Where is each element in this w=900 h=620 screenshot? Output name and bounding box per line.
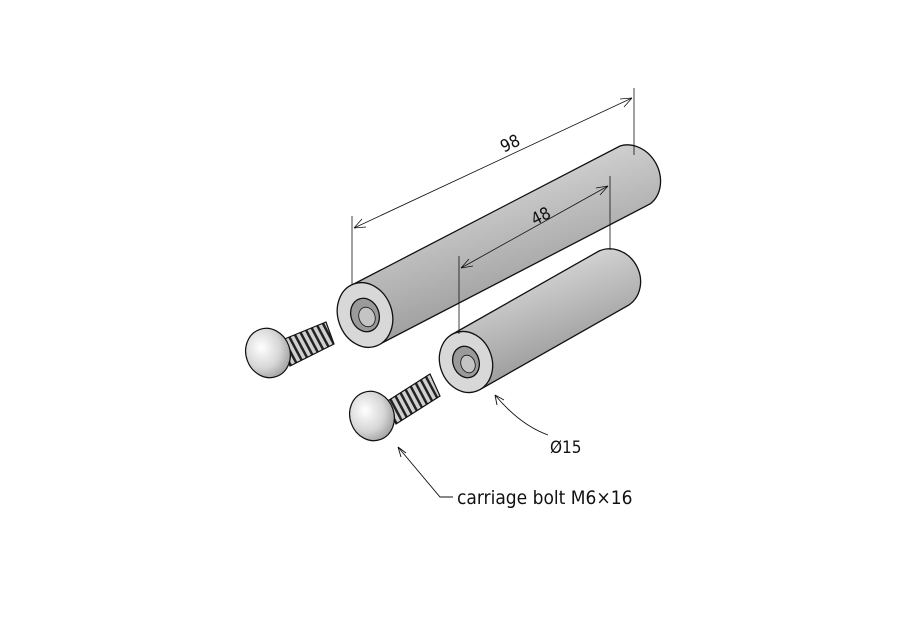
carriage-bolt-upper bbox=[245, 321, 335, 379]
diameter-leader bbox=[494, 394, 549, 436]
bolt-leader bbox=[397, 446, 453, 498]
carriage-bolt-lower bbox=[349, 373, 441, 442]
bolt-callout-label: carriage bolt M6×16 bbox=[457, 487, 633, 509]
diameter-label: Ø15 bbox=[550, 438, 582, 458]
short-spacer bbox=[438, 248, 642, 394]
dimension-48 bbox=[458, 176, 611, 334]
dimension-98-label: 98 bbox=[497, 131, 523, 157]
dimension-98 bbox=[351, 88, 635, 285]
long-spacer bbox=[336, 144, 662, 349]
